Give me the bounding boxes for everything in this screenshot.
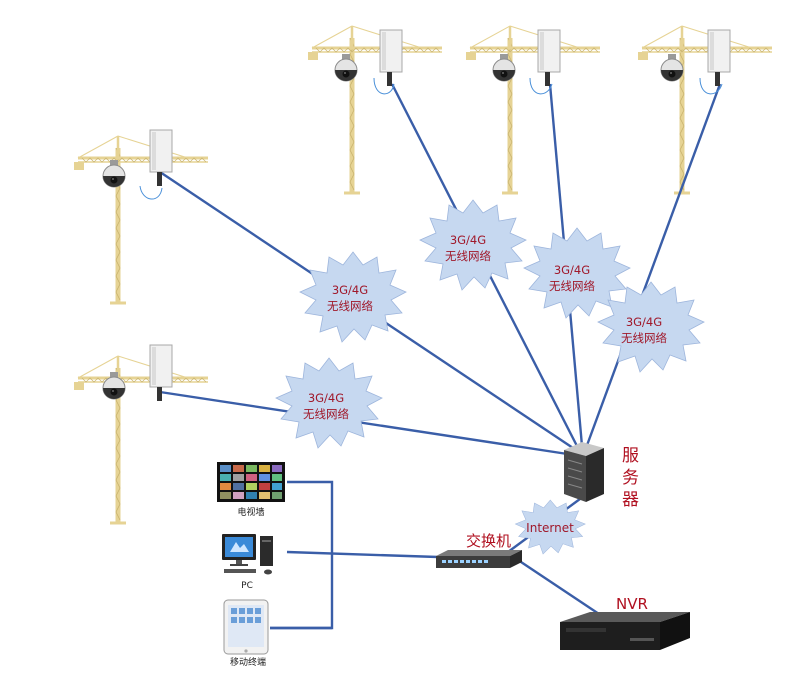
- crane-4: [466, 26, 600, 193]
- crane-2: [74, 356, 208, 523]
- tv-wall-label: 电视墙: [237, 506, 264, 518]
- antenna-crane-3: [379, 29, 403, 87]
- camera-icon: [102, 371, 126, 400]
- wireless-label-line2: 无线网络: [621, 331, 667, 345]
- crane-3: [308, 26, 442, 193]
- wireless-label-line1: 3G/4G: [450, 233, 486, 247]
- server-label-char-1: 服: [622, 446, 639, 466]
- link-tv-wall: [270, 480, 334, 630]
- server-icon: [564, 442, 604, 502]
- crane-5: [638, 26, 772, 193]
- tv-wall-icon: [217, 462, 285, 502]
- pc-label: PC: [241, 581, 253, 591]
- antenna-crane-5: [707, 29, 731, 87]
- crane-1: [74, 136, 208, 303]
- mobile-label: 移动终端: [230, 656, 266, 668]
- server-label-char-3: 器: [622, 490, 639, 510]
- nvr-icon: [560, 612, 690, 650]
- internet-label: Internet: [526, 521, 574, 535]
- wireless-label-line1: 3G/4G: [308, 391, 344, 405]
- antenna-crane-4: [537, 29, 561, 87]
- link-pc-switch: [286, 550, 439, 559]
- tablet-icon: [223, 599, 269, 655]
- pc-icon: [222, 534, 273, 575]
- wireless-burst-3: 3G/4G 无线网络: [419, 199, 527, 291]
- switch-label: 交换机: [466, 532, 511, 550]
- wireless-label-line2: 无线网络: [327, 299, 373, 313]
- wireless-burst-4: 3G/4G 无线网络: [523, 227, 631, 319]
- link-crane2-server: [159, 390, 575, 457]
- server-label-char-2: 务: [622, 468, 639, 488]
- wireless-burst-2: 3G/4G 无线网络: [275, 357, 383, 449]
- nvr-label: NVR: [616, 595, 648, 613]
- switch-icon: [436, 550, 522, 568]
- wireless-label-line1: 3G/4G: [554, 263, 590, 277]
- wireless-label-line1: 3G/4G: [332, 283, 368, 297]
- wireless-burst-5: 3G/4G 无线网络: [597, 281, 705, 373]
- link-switch-nvr: [511, 555, 609, 621]
- camera-icon: [102, 159, 126, 188]
- wireless-label-line2: 无线网络: [549, 279, 595, 293]
- wireless-label-line2: 无线网络: [303, 407, 349, 421]
- wireless-burst-1: 3G/4G 无线网络: [299, 251, 407, 343]
- link-crane5-server: [584, 83, 722, 449]
- wireless-label-line1: 3G/4G: [626, 315, 662, 329]
- wireless-label-line2: 无线网络: [445, 249, 491, 263]
